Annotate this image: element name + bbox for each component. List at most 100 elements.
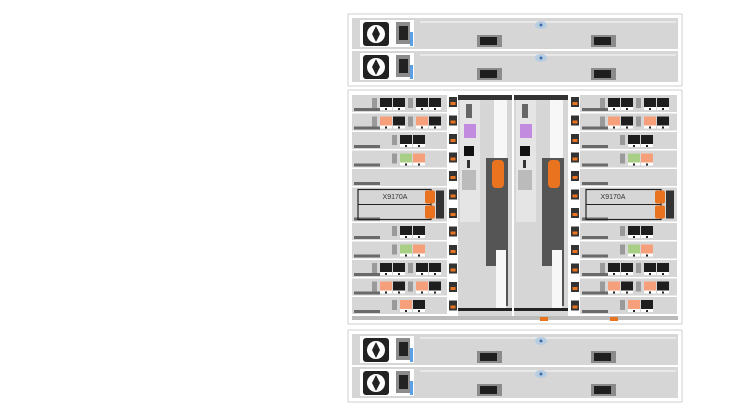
port-led	[372, 281, 377, 292]
left-slot-4	[352, 150, 447, 168]
left-slot-6	[352, 187, 447, 222]
port-dot	[385, 108, 387, 110]
right-slot-8	[580, 241, 677, 259]
slot-led-icon	[571, 97, 579, 107]
module-led-strip	[666, 190, 674, 219]
card-handle	[582, 291, 608, 295]
port-black	[413, 226, 425, 235]
port-black	[429, 98, 441, 107]
port-black	[413, 135, 425, 144]
slot-led-icon	[571, 282, 579, 292]
port-black	[641, 135, 653, 144]
slot-led-icon	[449, 245, 457, 255]
port-dot	[421, 273, 423, 275]
led-light	[450, 250, 456, 253]
port-dot	[418, 163, 420, 166]
card-handle	[354, 310, 380, 313]
port-orange	[380, 281, 392, 291]
led-light	[572, 287, 578, 290]
port-dot	[421, 291, 423, 294]
right-slot-5	[580, 169, 677, 186]
port-dot	[405, 236, 407, 238]
port-orange	[416, 281, 428, 291]
led-light	[572, 250, 578, 253]
card-handle	[354, 182, 380, 185]
led-light	[572, 194, 578, 198]
port-led	[392, 135, 397, 145]
psu-row	[352, 51, 678, 82]
locate-led-center	[539, 339, 543, 343]
led-light	[572, 157, 578, 161]
port-orange	[644, 281, 656, 291]
sas-port-left-socket	[480, 353, 497, 361]
slot-led-icon	[449, 152, 457, 163]
port-black	[416, 263, 428, 272]
led-light	[450, 213, 456, 216]
port-green	[628, 153, 640, 163]
fan-icon	[363, 22, 389, 46]
port-dot	[405, 254, 407, 257]
port-dot	[385, 291, 387, 294]
port-led	[620, 135, 625, 145]
slot-led-icon	[449, 171, 457, 181]
port-dot	[662, 273, 664, 275]
right-slot-3	[580, 132, 677, 149]
top-disk-shelf	[347, 13, 683, 87]
port-dot	[421, 108, 423, 110]
left-slot-3	[352, 132, 447, 149]
port-dot	[633, 145, 635, 147]
slot-led-icon	[571, 208, 579, 218]
handle-grip	[496, 250, 506, 308]
led-light	[572, 305, 578, 309]
port-dot	[649, 126, 651, 129]
card-handle	[354, 236, 380, 239]
port-dot	[646, 163, 648, 166]
port-black	[628, 226, 640, 235]
fan-icon	[363, 371, 389, 395]
port-black	[644, 98, 656, 107]
card-handle	[354, 108, 380, 111]
right-slot-7	[580, 223, 677, 240]
fan-icon	[363, 55, 389, 79]
ethernet-port-icon	[464, 146, 474, 156]
sas-port-left-socket	[480, 386, 497, 394]
port-led	[392, 226, 397, 236]
port-black	[416, 98, 428, 107]
port-orange	[413, 153, 425, 163]
port-dot	[662, 108, 664, 110]
chassis-bottom-rail	[352, 316, 678, 320]
port-dot	[613, 126, 615, 129]
slot-led-icon	[571, 115, 579, 126]
led-light	[450, 231, 456, 235]
psu-row	[352, 334, 678, 365]
port-black	[380, 98, 392, 107]
port-black	[628, 135, 640, 144]
port-led	[408, 263, 413, 273]
port-led	[392, 300, 397, 310]
slot-led-icon	[449, 282, 457, 292]
right-slot-10	[580, 278, 677, 296]
inlet-socket	[399, 59, 408, 73]
port-led	[372, 98, 377, 108]
port-led	[636, 263, 641, 273]
led-light	[450, 176, 456, 179]
port-dot	[646, 236, 648, 238]
port-led	[600, 98, 605, 108]
card-handle	[582, 145, 608, 148]
port-dot	[633, 254, 635, 257]
bottom-led	[610, 317, 618, 321]
status-leds	[462, 170, 476, 190]
port-orange	[413, 244, 425, 254]
card-handle	[582, 108, 608, 111]
slot-led-icon	[571, 245, 579, 255]
led-light	[450, 287, 456, 290]
port-orange	[380, 116, 392, 126]
port-black	[657, 98, 669, 107]
card-handle	[354, 163, 380, 167]
port-black	[393, 116, 405, 126]
port-dot	[626, 108, 628, 110]
release-latch-icon	[548, 160, 560, 188]
usb-port-icon	[522, 104, 528, 118]
fan-blade	[372, 59, 380, 75]
